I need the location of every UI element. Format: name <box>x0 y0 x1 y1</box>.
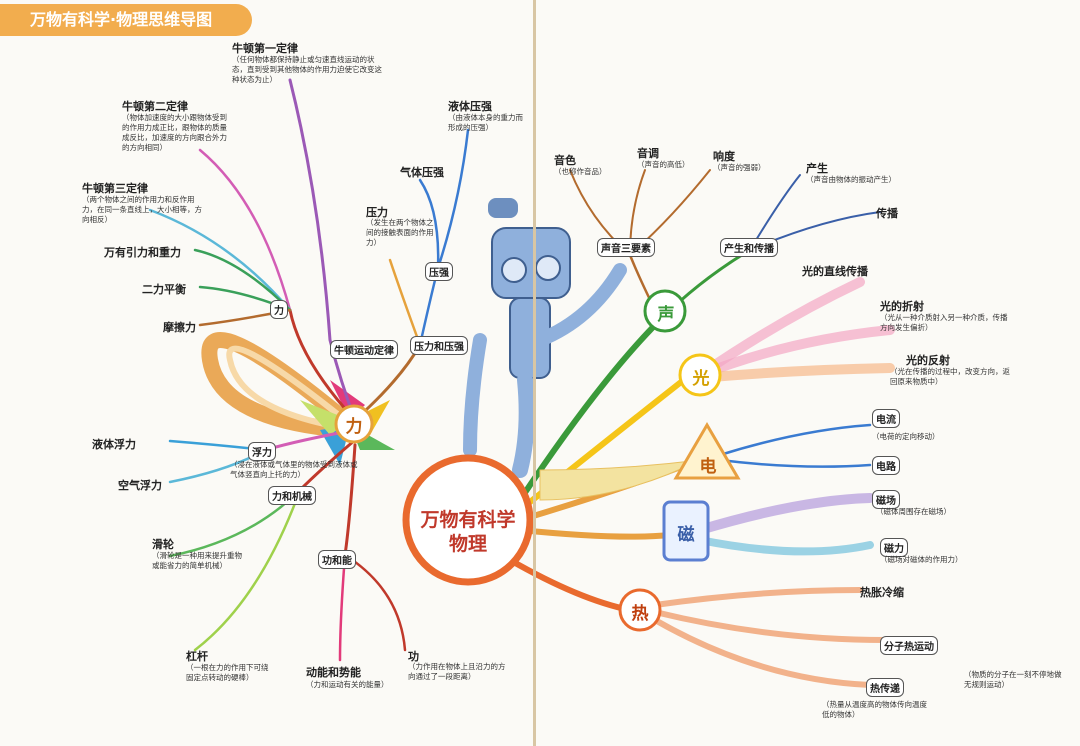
lever-desc: （一根在力的作用下可绕固定点转动的硬棒） <box>186 663 269 682</box>
work-desc: （力作用在物体上且沿力的方向通过了一段距离） <box>408 662 506 681</box>
node-magnetic-force: 磁力 <box>880 538 908 557</box>
node-molecular-motion: 分子热运动 <box>880 636 938 655</box>
pitch-desc: （声音的高低） <box>637 160 690 169</box>
newton2-title: 牛顿第二定律 <box>122 100 188 113</box>
gravity-title: 万有引力和重力 <box>104 246 181 259</box>
friction-title: 摩擦力 <box>163 321 196 334</box>
refraction-desc: （光从一种介质射入另一种介质，传播方向发生偏折） <box>880 313 1008 332</box>
center-title-line2: 物理 <box>448 533 487 555</box>
subtopic-buoyancy: 浮力 <box>248 442 276 461</box>
subtopic-pressure: 压力和压强 <box>410 336 468 355</box>
newton1-title: 牛顿第一定律 <box>232 42 298 55</box>
category-badges <box>334 289 741 632</box>
work-title: 功 <box>408 650 419 663</box>
center-topic: 万物有科学 物理 <box>410 508 526 556</box>
produce-desc: （声音由物体的振动产生） <box>806 175 896 184</box>
current-desc: （电荷的定向移动） <box>872 432 940 441</box>
category-magnetism: 磁 <box>677 525 695 545</box>
pulley-desc: （滑轮是一种用来提升重物或能省力的简单机械） <box>152 551 242 570</box>
light-straight-title: 光的直线传播 <box>802 265 868 278</box>
category-force: 力 <box>345 417 363 437</box>
page-spine <box>533 0 536 746</box>
reflection-title: 光的反射 <box>906 354 950 367</box>
kinetic-title: 动能和势能 <box>306 666 361 679</box>
timbre-desc: （也称作音品） <box>554 167 607 176</box>
produce-title: 产生 <box>806 162 828 175</box>
loudness-title: 响度 <box>713 150 735 163</box>
center-title-line1: 万物有科学 <box>420 509 516 531</box>
buoyancy-desc: （浸在液体或气体里的物体受到液体或气体竖直向上托的力） <box>230 460 358 479</box>
newton1-desc: （任何物体都保持静止或匀速直线运动的状态，直到受到其他物体的作用力迫使它改变这种… <box>232 55 382 84</box>
magnetic-field-desc: （磁体周围存在磁场） <box>876 507 951 516</box>
force-label-box: 力 <box>270 300 288 319</box>
gas-pressure-title: 气体压强 <box>400 166 444 179</box>
robot-illustration <box>463 198 627 478</box>
pulley-title: 滑轮 <box>152 538 174 551</box>
newton3-desc: （两个物体之间的作用力和反作用力，在同一条直线上，大小相等，方向相反） <box>82 195 202 224</box>
subtopic-energy: 功和能 <box>318 550 356 569</box>
refraction-title: 光的折射 <box>880 300 924 313</box>
pitch-title: 音调 <box>637 147 659 160</box>
molecular-desc: （物质的分子在一刻不停地做无规则运动） <box>964 670 1062 689</box>
timbre-title: 音色 <box>554 154 576 167</box>
expansion-title: 热胀冷缩 <box>860 586 904 599</box>
pressure-force-title: 压力 <box>366 206 388 219</box>
liquid-pressure-title: 液体压强 <box>448 100 492 113</box>
subtopic-sound-production: 产生和传播 <box>720 238 778 257</box>
balance-title: 二力平衡 <box>142 283 186 296</box>
node-current: 电流 <box>872 409 900 428</box>
liquid-pressure-desc: （由液体本身的重力而形成的压强） <box>448 113 523 132</box>
liquid-buoyancy-title: 液体浮力 <box>92 438 136 451</box>
subtopic-pressure-small: 压强 <box>425 262 453 281</box>
magnetic-force-desc: （磁场对磁体的作用力） <box>880 555 963 564</box>
category-light: 光 <box>692 369 710 389</box>
category-electricity: 电 <box>699 457 717 477</box>
transfer-desc: （热量从温度高的物体传向温度低的物体） <box>822 700 927 719</box>
pressure-force-desc: （发生在两个物体之间的接触表面的作用力） <box>366 218 434 247</box>
newton2-desc: （物体加速度的大小跟物体受到的作用力成正比，跟物体的质量成反比，加速度的方向跟合… <box>122 113 227 152</box>
newton3-title: 牛顿第三定律 <box>82 182 148 195</box>
subtopic-sound-elements: 声音三要素 <box>597 238 655 257</box>
category-heat: 热 <box>631 604 649 624</box>
lever-title: 杠杆 <box>186 650 208 663</box>
subtopic-newton: 牛顿运动定律 <box>330 340 398 359</box>
node-magnetic-field: 磁场 <box>872 490 900 509</box>
kinetic-desc: （力和运动有关的能量） <box>306 680 389 689</box>
node-circuit: 电路 <box>872 456 900 475</box>
category-sound: 声 <box>657 305 675 325</box>
subtopic-machine: 力和机械 <box>268 486 316 505</box>
loudness-desc: （声音的强弱） <box>713 163 766 172</box>
reflection-desc: （光在传播的过程中，改变方向，返回原来物质中） <box>890 367 1010 386</box>
air-buoyancy-title: 空气浮力 <box>118 479 162 492</box>
page-title: 万物有科学·物理思维导图 <box>0 4 252 36</box>
node-heat-transfer: 热传递 <box>866 678 904 697</box>
propagate-title: 传播 <box>876 207 898 220</box>
